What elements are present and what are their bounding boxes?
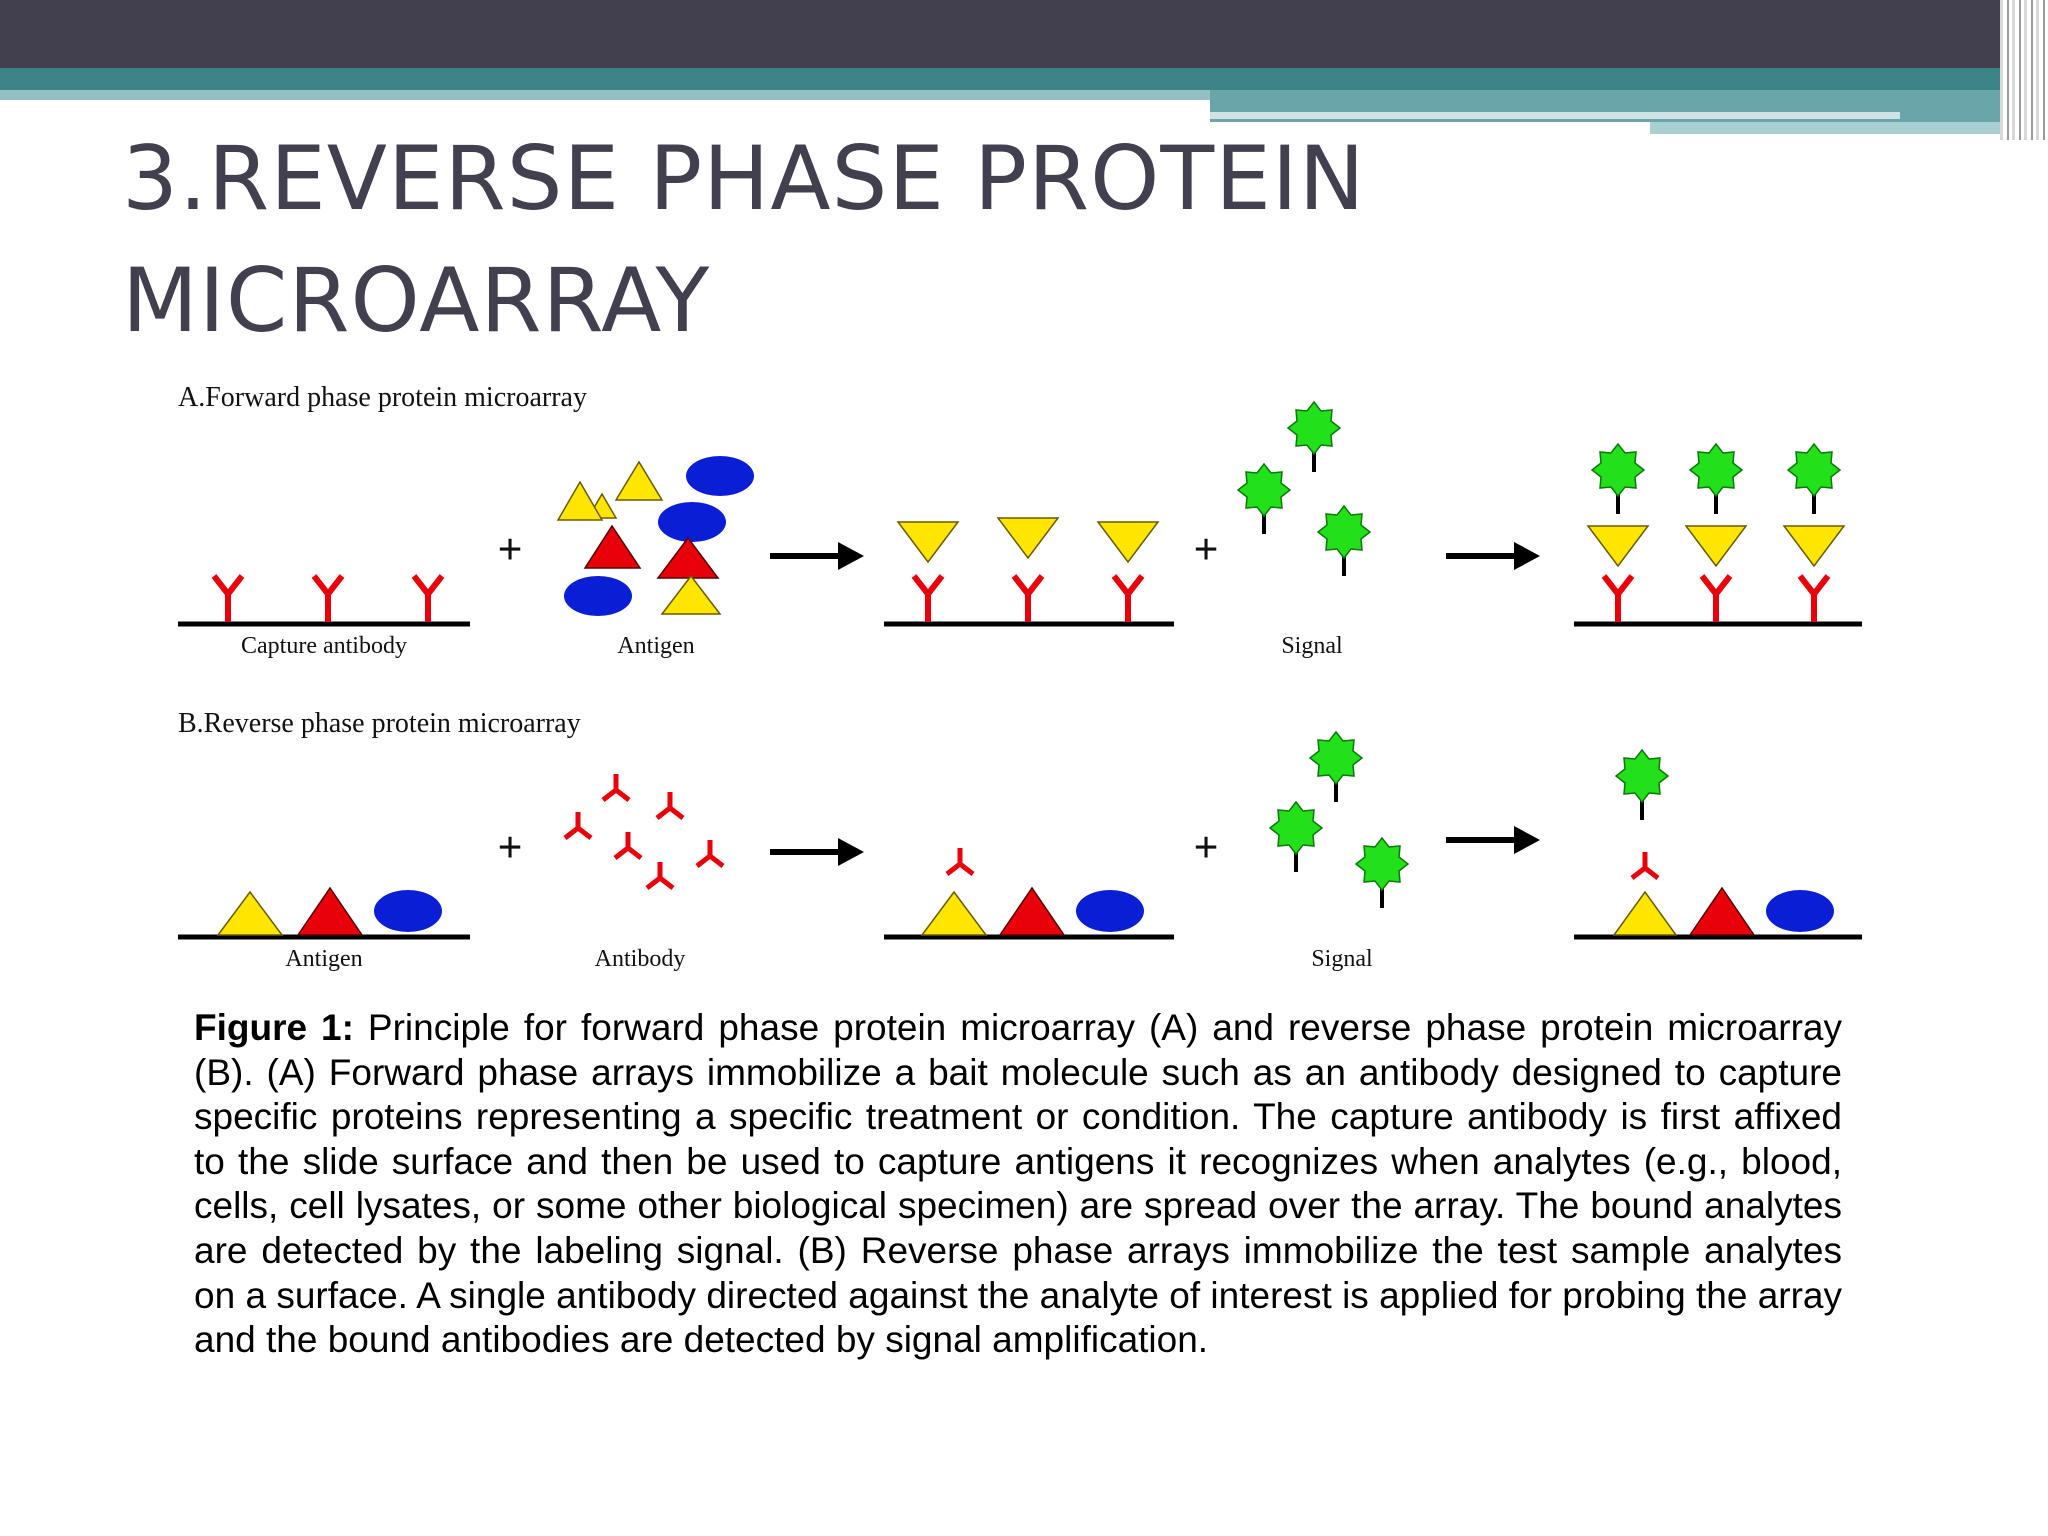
arrow-icon [1446,826,1540,854]
plus-sign: + [497,525,522,574]
label-antigen: Antigen [617,633,694,659]
label-antigen: Antigen [285,946,362,972]
figure-caption: Figure 1: Principle for forward phase pr… [194,1006,1842,1363]
header-bar-accent [1650,122,2010,134]
label-signal: Signal [1281,633,1343,659]
panel-a-capture-surface [178,576,470,627]
panel-a-heading: A.Forward phase protein microarray [178,382,587,413]
header-bar-teal [0,68,2048,90]
signal-icon-group [1268,730,1410,910]
panel-b-bound-antibody [884,848,1174,940]
microarray-figure: A.Forward phase protein microarray Captu… [178,382,1862,972]
caption-lead: Figure 1: [194,1007,354,1048]
caption-body: Principle for forward phase protein micr… [194,1007,1842,1361]
header-bar-accent [1210,112,1900,119]
panel-a-antigen-mix [556,456,754,616]
panel-b-detected-complex [1574,748,1862,940]
panel-b-heading: B.Reverse phase protein microarray [178,708,581,739]
header-bar-accent [0,90,1210,100]
slide-title: 3.REVERSE PHASE PROTEIN MICROARRAY [122,127,1366,352]
panel-a-detected-complex [1574,442,1862,627]
arrow-icon [770,542,864,570]
panel-a-captured-antigens [884,517,1174,627]
label-antibody: Antibody [595,946,686,972]
arrow-icon [770,838,864,866]
arrow-icon [1446,542,1540,570]
panel-b-antibody-mix [565,774,723,888]
label-signal: Signal [1311,946,1373,972]
plus-sign: + [1193,525,1218,574]
plus-sign: + [1193,823,1218,872]
signal-icon-group [1236,400,1372,578]
panel-b-antigen-surface [178,886,470,940]
plus-sign: + [497,823,522,872]
header-edge-stripes [2000,0,2048,140]
label-capture-antibody: Capture antibody [241,633,407,659]
header-bar-dark [0,0,2048,68]
